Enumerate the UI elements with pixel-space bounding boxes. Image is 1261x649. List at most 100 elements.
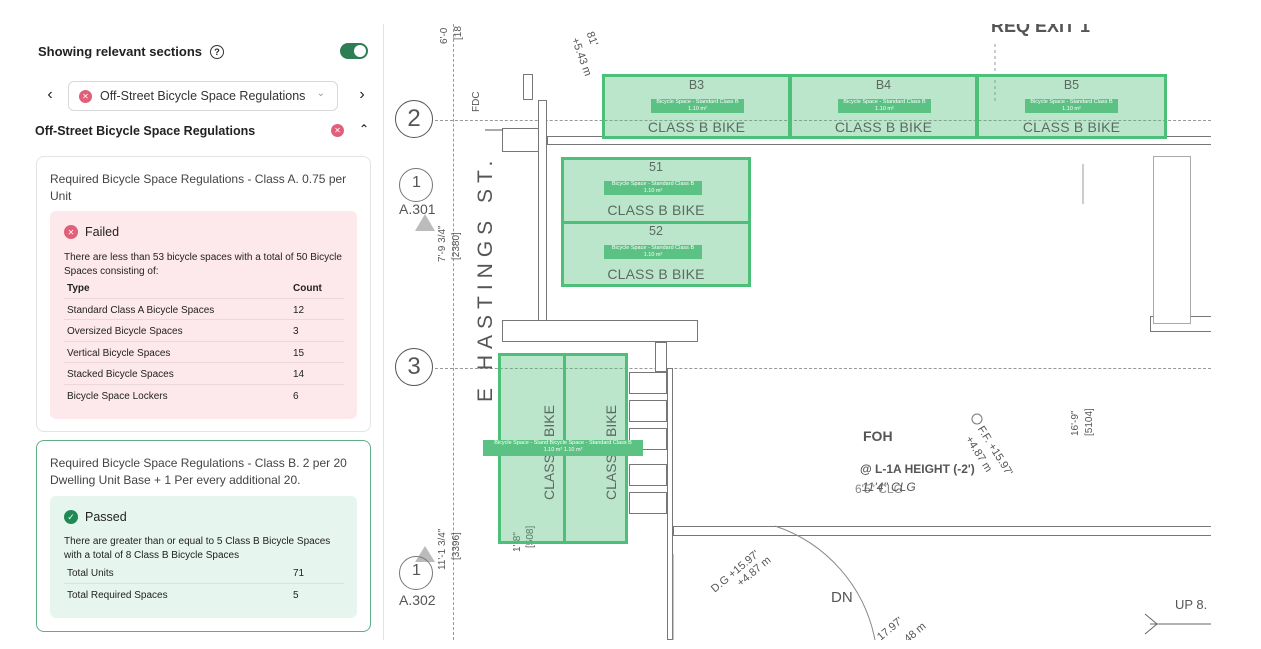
result-description: There are less than 53 bicycle spaces wi…	[64, 252, 342, 277]
dimension-label: 6'-0	[439, 27, 450, 44]
space-tag-type: Bicycle Space - Standard Class B	[656, 99, 739, 105]
grid-bubble-label: 3	[407, 353, 421, 380]
section-reference-bubble: 1	[399, 556, 433, 590]
grid-line-3	[435, 368, 1211, 369]
space-tag-type: Bicycle Space - Standard Class B	[1030, 99, 1113, 105]
section-navigator: ‹ ✕ Off-Street Bicycle Space Regulations…	[40, 81, 370, 111]
help-icon[interactable]: ?	[210, 44, 224, 59]
ref-sheet: A.302	[399, 592, 436, 608]
space-id: B5	[1063, 78, 1080, 92]
stair-up-label: UP 8.	[1175, 597, 1208, 612]
wall	[629, 400, 667, 422]
space-class-label: CLASS B BIKE	[1022, 119, 1121, 135]
section-title: Off-Street Bicycle Space Regulations	[35, 124, 256, 138]
table-row: Standard Class A Bicycle Spaces 12	[64, 299, 344, 320]
space-id: B3	[688, 78, 705, 92]
section-reference-bubble: 1	[399, 168, 433, 202]
wall	[655, 342, 667, 372]
status-label: Passed	[85, 510, 127, 524]
table-header: Type Count	[64, 277, 344, 299]
floor-plan-canvas[interactable]: 2 3 1 A.301 1 A.302 E HASTINGS ST. FDC 7…	[395, 24, 1211, 640]
ref-sheet: A.301	[399, 201, 436, 217]
grid-bubble-3: 3	[395, 348, 433, 386]
dimension-label: 16'-9"	[1070, 410, 1081, 436]
col-count: Count	[293, 283, 322, 294]
space-class-label: CLASS B BIKE	[834, 119, 933, 135]
door-swing-arc	[774, 525, 876, 640]
space-id: B4	[875, 78, 892, 92]
class-b-card[interactable]: Required Bicycle Space Regulations - Cla…	[36, 440, 371, 632]
table-row: Stacked Bicycle Spaces 14	[64, 363, 344, 385]
wall	[502, 320, 698, 342]
wall	[629, 372, 667, 394]
ceiling-note-partial: 6'5" CLG	[855, 482, 903, 496]
row-type: Total Units	[67, 568, 114, 579]
compliance-panel: Showing relevant sections ? ‹ ✕ Off-Stre…	[10, 24, 384, 640]
wall	[1153, 156, 1191, 324]
space-tag-type: Bicycle Space - Standard Class B	[611, 181, 695, 187]
row-type: Vertical Bicycle Spaces	[67, 347, 171, 359]
status-label: Failed	[85, 225, 120, 239]
dimension-label: 11'-1 3/4"	[437, 528, 448, 570]
section-select[interactable]: ✕ Off-Street Bicycle Space Regulations ⌄	[68, 81, 338, 111]
summary-table: Total Units 71 Total Required Spaces 5	[64, 562, 344, 605]
fail-icon: ✕	[64, 225, 78, 239]
chevron-right-icon[interactable]: ›	[359, 86, 365, 103]
dimension-label: 7'-9 3/4"	[437, 225, 448, 262]
class-a-title: Required Bicycle Space Regulations - Cla…	[50, 172, 347, 203]
passed-result: ✓ Passed There are greater than or equal…	[50, 496, 357, 618]
grid-line-2	[435, 120, 1211, 121]
wall	[629, 492, 667, 514]
class-a-card: Required Bicycle Space Regulations - Cla…	[36, 156, 371, 432]
table-row: Total Units 71	[64, 562, 344, 584]
count-table: Type Count Standard Class A Bicycle Spac…	[64, 277, 344, 406]
dimension-label: [18	[453, 26, 464, 40]
showing-relevant-row: Showing relevant sections ?	[38, 44, 224, 59]
grid-bubble-2: 2	[395, 100, 433, 138]
space-tag-merged: Bicycle Space - Stand Bicycle Space - St…	[483, 440, 643, 456]
table-row: Total Required Spaces 5	[64, 584, 344, 606]
row-type: Standard Class A Bicycle Spaces	[67, 304, 215, 316]
space-tag-area: 1.10 m²	[643, 188, 663, 194]
row-count: 14	[293, 369, 305, 380]
section-select-value: Off-Street Bicycle Space Regulations	[100, 89, 306, 103]
chevron-left-icon[interactable]: ‹	[47, 86, 53, 103]
row-type: Stacked Bicycle Spaces	[67, 369, 174, 380]
space-class-label: CLASS B BIKE	[647, 119, 746, 135]
space-tag-area: 1.10 m²	[688, 106, 707, 112]
section-header[interactable]: Off-Street Bicycle Space Regulations ✕ ⌃	[35, 122, 375, 138]
class-b-title: Required Bicycle Space Regulations - Cla…	[50, 456, 347, 487]
failed-header: ✕ Failed	[64, 225, 119, 239]
space-class-label: CLASS B BIKE	[607, 202, 705, 218]
table-row: Oversized Bicycle Spaces 3	[64, 320, 344, 342]
street-label: E HASTINGS ST.	[474, 154, 497, 402]
ref-number: 1	[412, 562, 421, 579]
fdc-label: FDC	[471, 91, 482, 112]
chevron-up-icon[interactable]: ⌃	[359, 122, 370, 136]
wall	[629, 464, 667, 486]
elevation-marker	[971, 413, 983, 425]
row-type: Oversized Bicycle Spaces	[67, 326, 183, 337]
space-tag-area: 1.10 m²	[875, 106, 894, 112]
space-id: 52	[649, 224, 663, 238]
wall	[523, 74, 533, 100]
result-description: There are greater than or equal to 5 Cla…	[64, 536, 331, 561]
relevant-sections-toggle[interactable]	[340, 43, 368, 59]
row-count: 6	[293, 390, 299, 402]
stair-down-label: DN	[831, 589, 853, 606]
space-tag-type: Bicycle Space - Stand Bicycle Space - St…	[494, 440, 632, 446]
table-row: Vertical Bicycle Spaces 15	[64, 342, 344, 363]
space-class-label: CLASS B BIKE	[607, 266, 705, 282]
wall	[673, 526, 1211, 536]
row-count: 3	[293, 326, 299, 337]
